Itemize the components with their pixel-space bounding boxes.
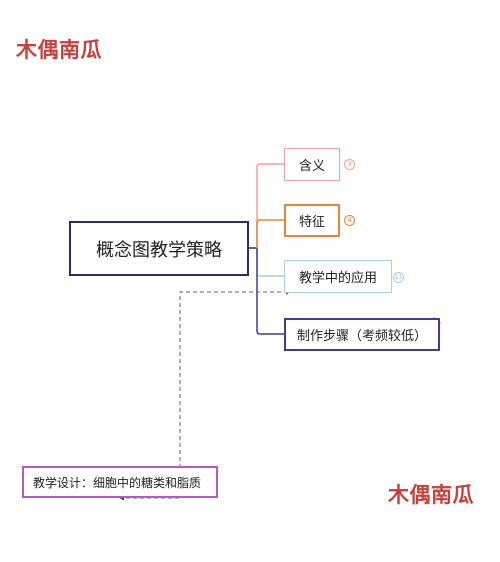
branch-node-meaning[interactable]: 含义 xyxy=(284,148,340,181)
count-badge-meaning[interactable]: 3 xyxy=(344,159,355,170)
dashed-link-line xyxy=(122,291,288,499)
branch-line-features xyxy=(256,219,284,248)
branch-line-application xyxy=(256,248,284,277)
count-badge-features[interactable]: 4 xyxy=(344,215,355,226)
branch-node-features[interactable]: 特征 xyxy=(284,204,340,237)
branch-node-application[interactable]: 教学中的应用 xyxy=(284,260,392,293)
mindmap-root-node[interactable]: 概念图教学策略 xyxy=(69,221,249,276)
count-badge-application[interactable]: 11 xyxy=(393,272,404,283)
linked-note-node[interactable]: 教学设计：细胞中的糖类和脂质 xyxy=(22,466,218,498)
branch-node-steps[interactable]: 制作步骤（考频较低） xyxy=(284,318,440,351)
branch-line-steps xyxy=(256,248,284,335)
branch-line-meaning xyxy=(256,163,284,248)
watermark-logo-bottom: 木偶南瓜 xyxy=(388,483,474,507)
watermark-logo-top: 木偶南瓜 xyxy=(16,38,102,62)
